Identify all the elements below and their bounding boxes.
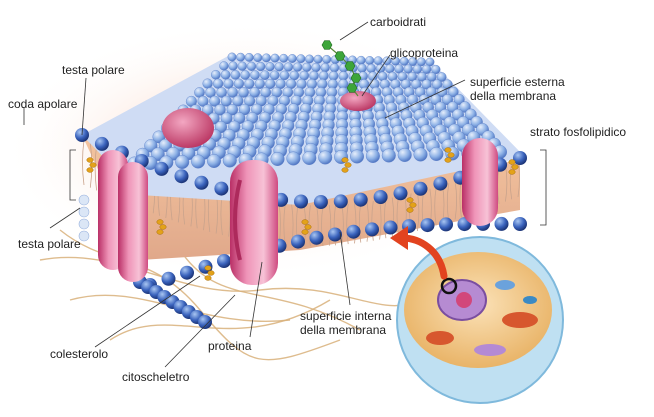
label-coda-apolare: coda apolare [8, 97, 78, 111]
label-citoscheletro: citoscheletro [122, 370, 190, 384]
integral-protein-right [462, 138, 498, 226]
label-testa-polare-bottom: testa polare [18, 237, 81, 251]
label-superficie-interna-line2: della membrana [300, 323, 387, 337]
label-superficie-interna-line1: superficie interna [300, 309, 392, 323]
outer-lipid-heads [75, 52, 527, 209]
label-strato-fosfolipidico: strato fosfolipidico [530, 125, 627, 139]
cell-inset [396, 236, 564, 404]
label-testa-polare-top: testa polare [62, 63, 125, 77]
zoom-arrow-head [390, 226, 408, 250]
integral-protein-center [230, 160, 278, 285]
leader-lines [23, 21, 547, 368]
integral-protein-left [98, 150, 148, 282]
glycoprotein-dome [340, 91, 376, 111]
cholesterol-molecules [86, 147, 519, 281]
label-superficie-esterna-line2: della membrana [470, 89, 557, 103]
label-colesterolo: colesterolo [50, 347, 109, 361]
carbohydrate-chain [321, 40, 362, 97]
label-glicoproteina: glicoproteina [390, 46, 459, 60]
label-carboidrati: carboidrati [370, 15, 427, 29]
peripheral-protein [162, 108, 214, 148]
label-proteina: proteina [208, 339, 252, 353]
label-superficie-esterna-line1: superficie esterna [470, 75, 565, 89]
